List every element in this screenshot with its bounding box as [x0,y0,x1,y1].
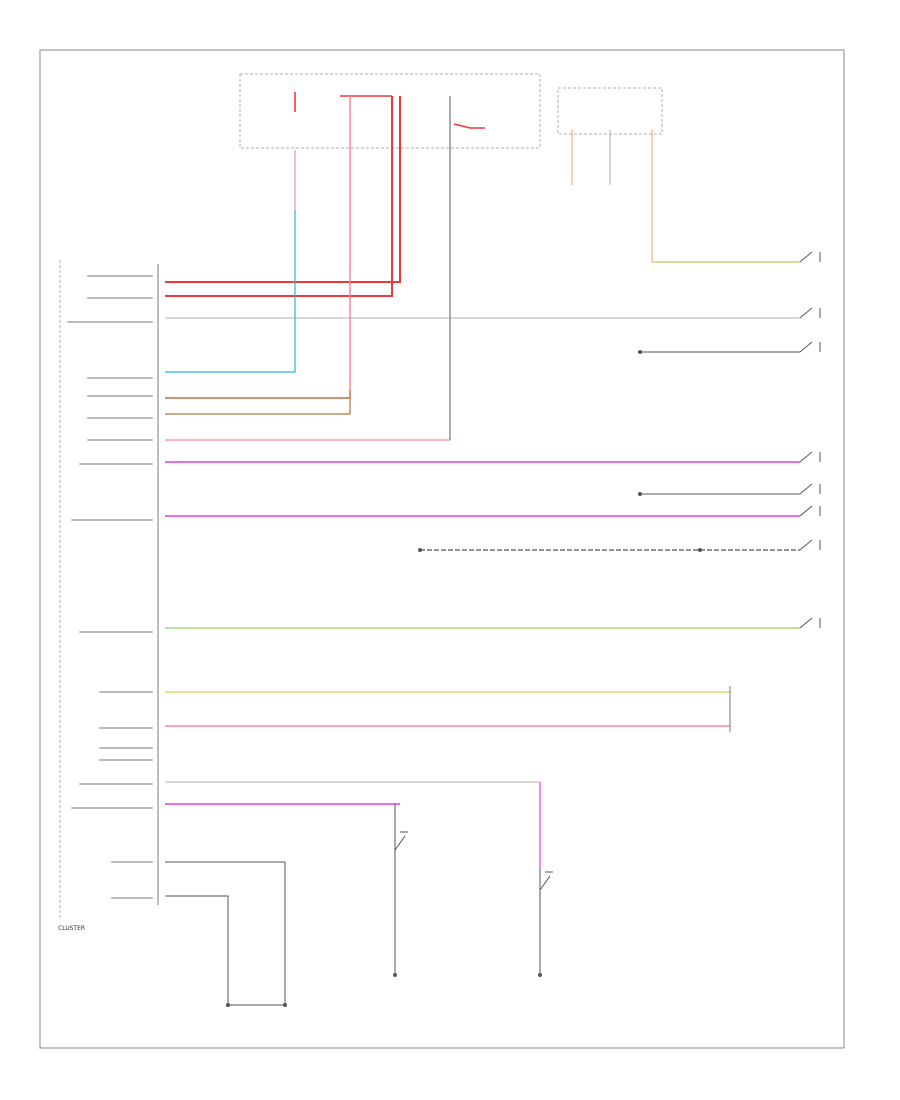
illegible-labels [67,275,153,899]
ground-point-6 [283,1003,287,1007]
wire-pink-1 [165,96,351,399]
ground-point-8 [538,973,542,977]
outer-border [39,49,845,1049]
switch-symbols [394,251,821,891]
wire-red-5 [453,123,485,129]
wire-tan-2 [165,390,351,415]
ground-point-1 [638,350,642,354]
ground-point-4 [698,548,702,552]
wire-red-1 [165,96,401,283]
wire-red-2 [165,96,393,297]
switch-door-3 [799,505,821,517]
body-control-module-box [557,87,663,135]
switch-door-1 [799,451,821,463]
fuse-block-box [239,73,541,149]
switch-door-2 [799,483,821,495]
ground-point-2 [638,492,642,496]
switch-seat-belt-3 [799,341,821,353]
switch-door-4 [799,539,821,551]
switch-left-rear-door [539,871,553,891]
wire-ground-2 [165,895,285,1006]
switch-seat-belt-1 [799,251,821,263]
ground-points [226,350,702,1007]
switch-parking-brake [799,617,821,629]
switch-left-front-door [394,831,408,851]
ground-point-7 [393,973,397,977]
cluster-label: CLUSTER [58,925,85,932]
wire-ground-1 [165,861,286,1005]
ground-point-5 [226,1003,230,1007]
switch-seat-belt-2 [799,307,821,319]
ground-point-3 [418,548,422,552]
wire-cyan [165,210,296,373]
